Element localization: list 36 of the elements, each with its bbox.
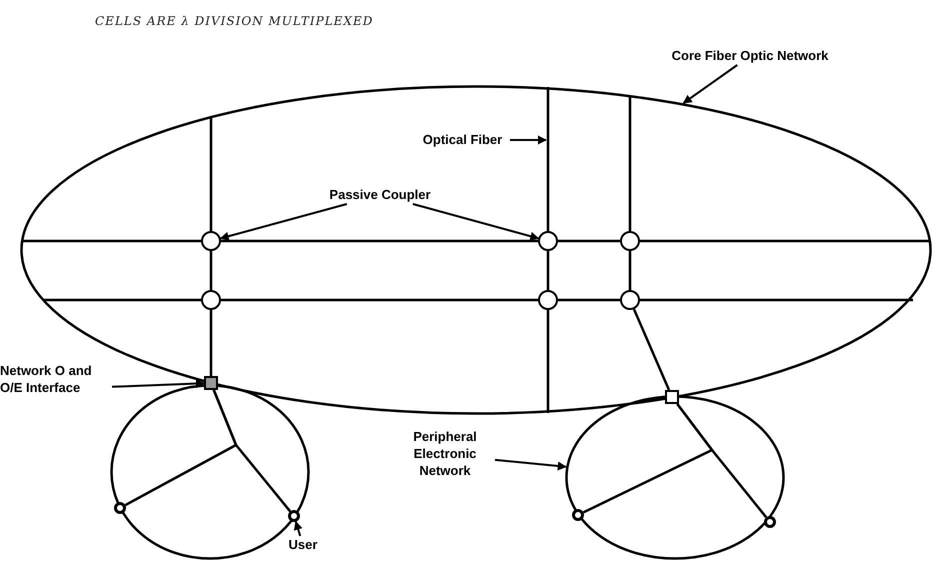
network-label: Core Fiber Optic Network <box>650 47 850 64</box>
link-line <box>628 251 632 290</box>
interface-label: Network O and O/E Interface <box>0 362 112 396</box>
fiber-label: Optical Fiber <box>415 131 510 148</box>
user-circle <box>764 516 776 528</box>
leader-arrow <box>494 458 567 470</box>
link-line <box>558 240 620 242</box>
coupler-circle <box>620 290 640 310</box>
peripheral-label: Peripheral Electronic Network <box>395 428 495 479</box>
link-line <box>210 251 212 290</box>
user-circle <box>288 510 300 522</box>
coupler-circle <box>201 231 221 251</box>
user-circle <box>572 509 584 521</box>
link-line <box>558 298 620 302</box>
leader-arrow <box>220 203 348 241</box>
leader-arrow <box>682 64 738 104</box>
link-line <box>221 240 538 242</box>
user-circle <box>114 502 126 514</box>
link-line <box>210 310 212 376</box>
link-line <box>221 298 538 302</box>
leader-arrow <box>412 203 540 241</box>
link-line <box>632 308 670 390</box>
user-label: User <box>283 536 323 553</box>
coupler-circle <box>538 231 558 251</box>
link-line <box>676 403 768 518</box>
coupler-circle <box>620 231 640 251</box>
interface-square <box>204 376 218 390</box>
link-line <box>546 251 550 290</box>
link-line <box>212 390 292 512</box>
leader-arrow <box>510 136 547 144</box>
coupler-circle <box>201 290 221 310</box>
leader-arrow <box>112 379 205 388</box>
coupler-label: Passive Coupler <box>300 186 460 203</box>
coupler-circle <box>538 290 558 310</box>
handwritten-note: CELLS ARE λ DIVISION MULTIPLEXED <box>95 14 374 28</box>
leader-arrow <box>294 520 302 536</box>
